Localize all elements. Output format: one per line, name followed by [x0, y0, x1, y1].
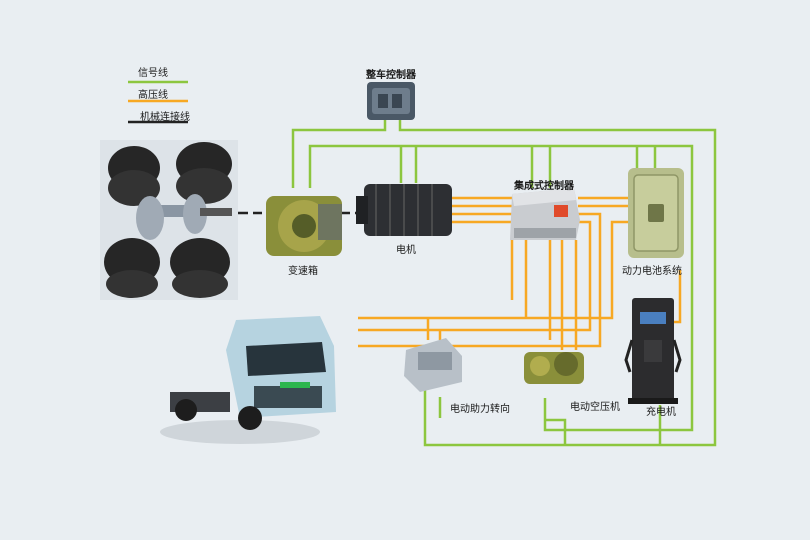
- gearbox-label: 变速箱: [288, 266, 318, 277]
- air-compressor-label: 电动空压机: [570, 402, 620, 413]
- eps-unit: [404, 338, 462, 392]
- motor-label: 电机: [396, 245, 416, 256]
- legend-signal-label: 信号线: [138, 68, 168, 79]
- eps-label: 电动助力转向: [450, 404, 510, 415]
- legend-mech-label: 机械连接线: [140, 112, 190, 123]
- signal-lines: [291, 120, 717, 447]
- battery-label: 动力电池系统: [622, 266, 682, 277]
- integrated-controller-label: 集成式控制器: [514, 181, 574, 192]
- battery-unit: [628, 168, 684, 258]
- air-compressor-unit: [524, 352, 584, 384]
- truck-illustration: [160, 316, 336, 444]
- integrated-controller-unit: [510, 188, 580, 240]
- hv-lines: [358, 196, 682, 350]
- vcu-label: 整车控制器: [366, 70, 416, 81]
- motor-unit: [356, 184, 452, 236]
- legend-hv-label: 高压线: [138, 90, 168, 101]
- axle-wheels: [100, 140, 238, 300]
- gearbox-unit: [266, 196, 342, 256]
- charger-unit: [624, 298, 682, 404]
- vcu-unit: [367, 82, 415, 120]
- legend: [128, 80, 188, 124]
- charger-label: 充电机: [646, 407, 676, 418]
